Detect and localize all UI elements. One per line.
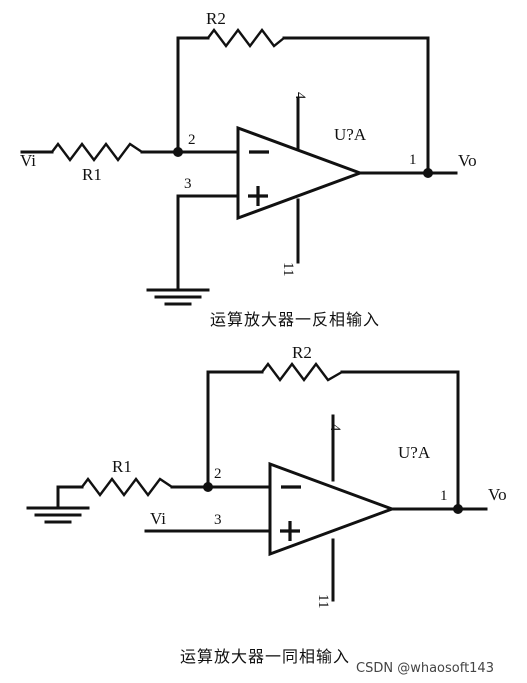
pin-3: 3 [184,176,192,192]
label-vi: Vi [150,509,166,528]
junction-dot [203,482,213,492]
inverting-amplifier-circuit: R2 R1 Vi Vo U?A 2 3 1 4 11 运算放大器一反相输入 [20,9,477,329]
junction-dot [173,147,183,157]
label-vi: Vi [20,151,36,170]
label-r2: R2 [292,343,312,362]
label-r2: R2 [206,9,226,28]
noninverting-amplifier-circuit: R2 R1 Vi Vo U?A 2 3 1 4 11 运算放大器一同相输入 [26,343,507,666]
feedback-resistor-r2 [207,28,285,48]
feedback-wire [176,36,430,175]
label-vo: Vo [458,151,477,170]
ground-icon [26,506,90,524]
ground-icon [146,288,210,306]
label-vo: Vo [488,485,507,504]
pin-2: 2 [214,466,222,482]
pin-2: 2 [188,132,196,148]
feedback-wire [206,370,460,511]
plus-sign-icon [248,186,268,206]
input-resistor-r1 [81,477,173,497]
pin-1: 1 [409,152,417,168]
label-r1: R1 [82,165,102,184]
junction-dot [453,504,463,514]
watermark: CSDN @whaosoft143 [356,661,494,676]
caption-noninverting: 运算放大器一同相输入 [180,647,350,666]
ground-wire [176,194,242,292]
label-opamp: U?A [398,443,431,462]
caption-inverting: 运算放大器一反相输入 [210,310,380,329]
plus-sign-icon [280,521,300,541]
pin-4: 4 [327,424,343,432]
pin-4: 4 [292,92,308,100]
label-r1: R1 [112,457,132,476]
pin-1: 1 [440,488,448,504]
pin-3: 3 [214,512,222,528]
junction-dot [423,168,433,178]
pin-11: 11 [280,262,296,276]
ground-wire [56,485,272,510]
label-opamp: U?A [334,125,367,144]
input-resistor-r1 [51,142,143,162]
feedback-resistor-r2 [261,362,343,382]
opamp-triangle [268,461,397,557]
pin-11: 11 [315,594,331,608]
